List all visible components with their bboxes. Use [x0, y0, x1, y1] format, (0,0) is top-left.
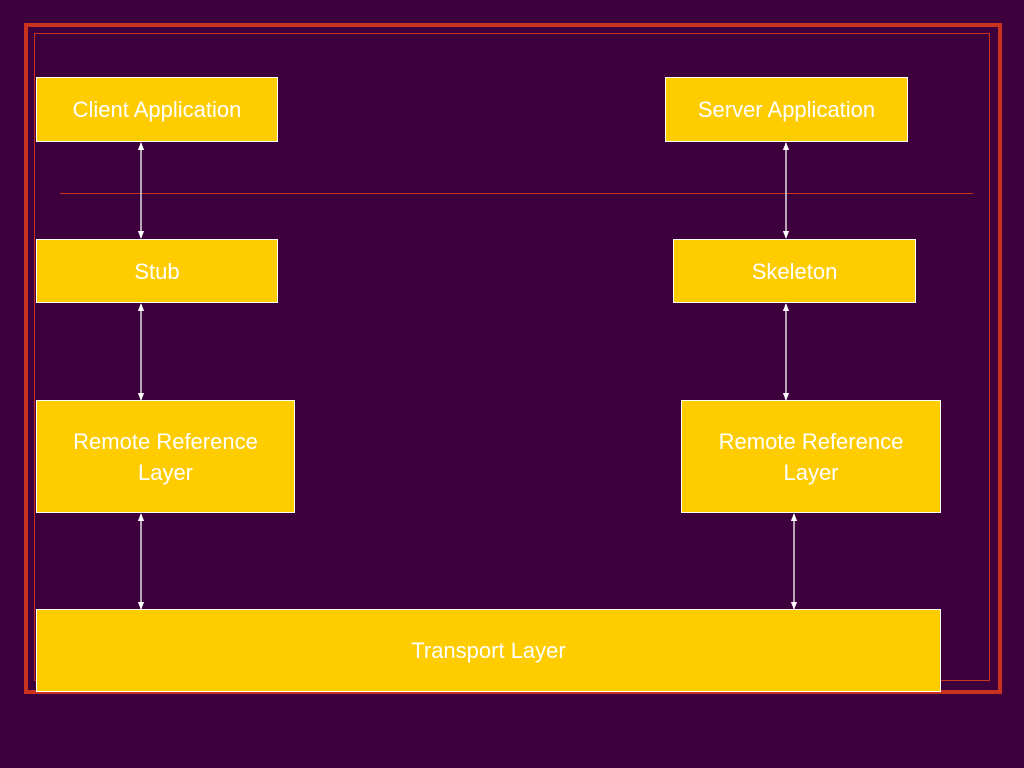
- client-application-label: Client Application: [72, 97, 242, 122]
- client-server-divider: [60, 193, 973, 194]
- server-remote-reference-label-line1: Remote Reference: [718, 428, 904, 454]
- server-remote-reference-layer-box: Remote Reference Layer: [681, 400, 941, 513]
- client-remote-reference-layer-box: Remote Reference Layer: [36, 400, 295, 513]
- client-application-box: Client Application: [36, 77, 278, 142]
- stub-label: Stub: [134, 258, 180, 284]
- skeleton-label: Skeleton: [751, 258, 838, 284]
- client-remote-reference-label-line2: Layer: [137, 459, 194, 485]
- outer-frame: [24, 23, 1002, 694]
- client-remote-reference-label-line1: Remote Reference: [73, 428, 258, 454]
- transport-layer-label: Transport Layer: [411, 638, 566, 663]
- server-application-label: Server Application: [697, 97, 876, 122]
- stub-box: Stub: [36, 239, 278, 303]
- server-remote-reference-label-line2: Layer: [783, 459, 839, 485]
- skeleton-box: Skeleton: [673, 239, 916, 303]
- server-application-box: Server Application: [665, 77, 908, 142]
- transport-layer-box: Transport Layer: [36, 609, 941, 692]
